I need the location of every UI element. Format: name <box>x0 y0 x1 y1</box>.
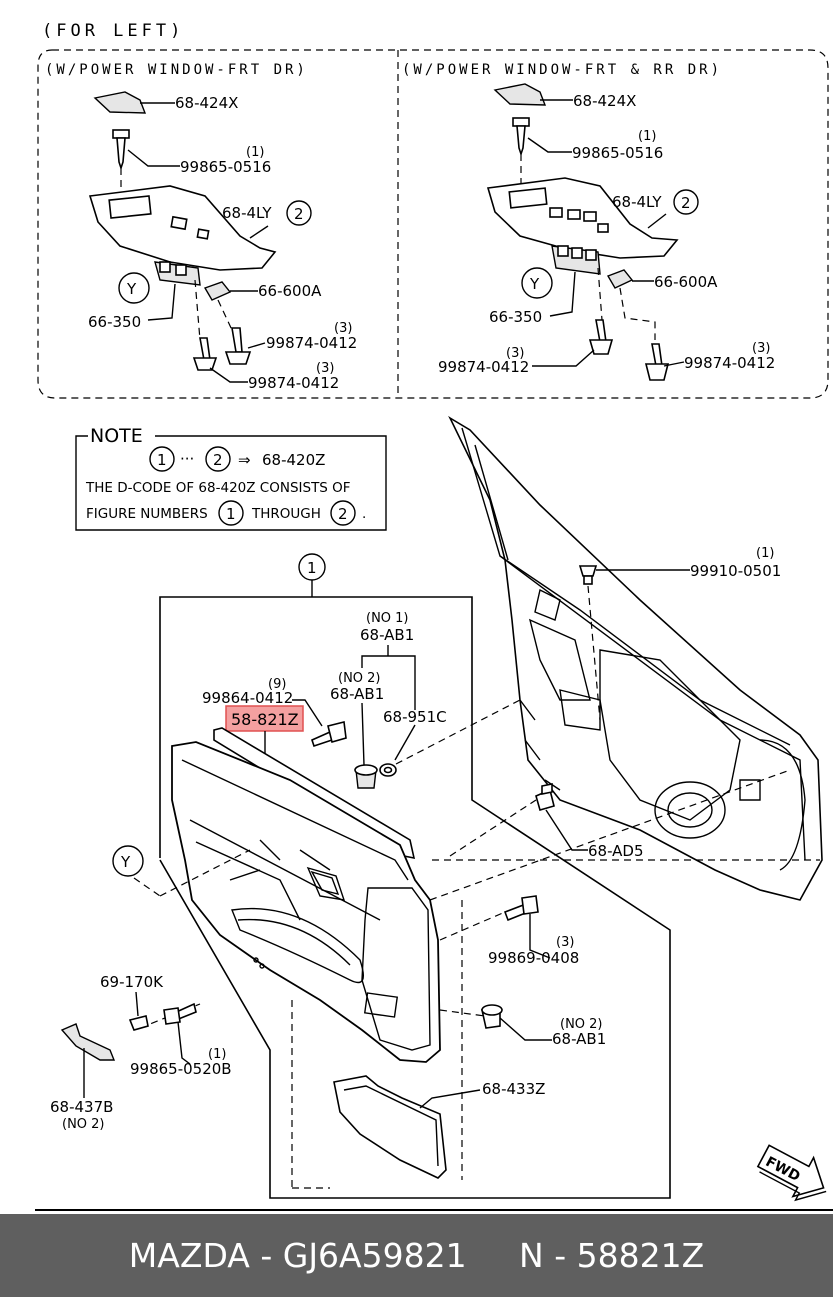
circle-2: 2 <box>681 194 691 212</box>
header-title: (FOR LEFT) <box>42 21 184 41</box>
note-title: NOTE <box>90 425 143 447</box>
clip-icon <box>481 1004 503 1029</box>
label-68-ab1-mid: 68-AB1 <box>330 685 384 703</box>
grommet-icon <box>379 763 397 777</box>
forward-arrow-icon: FWD <box>756 1144 827 1202</box>
note-circle-2: 2 <box>213 451 223 469</box>
footer-text: MAZDA - GJ6A59821 N - 58821Z <box>128 1236 705 1275</box>
bolt1-qty: (3) <box>334 321 352 336</box>
screw-icon <box>163 1002 197 1025</box>
label-68-437b: 68-437B <box>50 1098 113 1116</box>
label-68-4ly: 68-4LY <box>222 204 272 222</box>
note-code: 68-420Z <box>262 451 325 469</box>
bolt2-qty: (3) <box>316 361 334 376</box>
plug-icon <box>128 1015 149 1031</box>
bolt-icon <box>588 319 614 355</box>
qty-99865: (1) <box>208 1047 226 1062</box>
note-dots: ··· <box>180 450 194 468</box>
door-frame <box>448 415 823 901</box>
label-99874-0412-b: 99874-0412 <box>684 354 775 372</box>
window-switch-icon <box>551 245 601 275</box>
note-circle-2b: 2 <box>338 505 348 523</box>
screw-icon <box>512 117 530 157</box>
y-marker: Y <box>529 275 540 293</box>
label-no2: (NO 2) <box>338 671 381 686</box>
note-line-2: THE D-CODE OF 68-420Z CONSISTS OF <box>85 480 351 496</box>
highlight-box <box>225 705 304 732</box>
label-68-ad5: 68-AD5 <box>588 842 644 860</box>
label-66-350: 66-350 <box>88 313 141 331</box>
label-68-ab1-lower: 68-AB1 <box>552 1030 606 1048</box>
note-box: NOTE 1 ··· 2 ⇒ 68-420Z THE D-CODE OF 68-… <box>75 425 387 531</box>
label-68-ab1-top: 68-AB1 <box>360 626 414 644</box>
label-68-424x: 68-424X <box>175 94 238 112</box>
clip-icon <box>203 281 232 301</box>
clip-icon <box>606 269 634 289</box>
window-switch-icon <box>154 261 201 286</box>
label-99865-0516: 99865-0516 <box>572 144 663 162</box>
label-69-170k: 69-170K <box>100 973 164 991</box>
label-66-600a: 66-600A <box>258 282 322 300</box>
clip-icon <box>578 565 598 585</box>
label-99865-0516: 99865-0516 <box>180 158 271 176</box>
qty-99864: (9) <box>268 677 286 692</box>
left-panel-title: (W/POWER WINDOW-FRT DR) <box>45 62 308 78</box>
note-circle-1b: 1 <box>226 505 236 523</box>
qty-99910: (1) <box>756 546 774 561</box>
pocket-part <box>333 1075 447 1179</box>
label-no2-437b: (NO 2) <box>62 1117 105 1132</box>
screw-qty: (1) <box>246 145 264 160</box>
label-no1: (NO 1) <box>366 611 409 626</box>
bolt-icon <box>644 343 670 381</box>
note-line-3a: FIGURE NUMBERS <box>86 506 208 522</box>
label-99874-0412-b: 99874-0412 <box>248 374 339 392</box>
label-58-821z: 58-821Z <box>231 710 299 729</box>
bolt2-qty: (3) <box>752 341 770 356</box>
door-trim-panel <box>171 741 441 1063</box>
label-99864-0412: 99864-0412 <box>202 689 293 707</box>
bracket-part <box>60 1023 116 1061</box>
bolt-icon <box>503 895 539 922</box>
label-no2-lower: (NO 2) <box>560 1017 603 1032</box>
label-66-350: 66-350 <box>489 308 542 326</box>
screw-icon <box>112 129 130 171</box>
label-68-4ly: 68-4LY <box>612 193 662 211</box>
switch-bezel <box>486 177 679 259</box>
screw-qty: (1) <box>638 129 656 144</box>
right-panel-title: (W/POWER WINDOW-FRT & RR DR) <box>402 62 722 78</box>
note-line-3c: . <box>362 506 366 522</box>
cover-part <box>93 91 147 114</box>
note-line-3b: THROUGH <box>251 506 321 522</box>
bolt-icon <box>224 327 252 365</box>
label-68-951c: 68-951C <box>383 708 447 726</box>
circle-1: 1 <box>307 559 317 577</box>
label-99869-0408: 99869-0408 <box>488 949 579 967</box>
label-68-433z: 68-433Z <box>482 1080 545 1098</box>
label-68-424x: 68-424X <box>573 92 636 110</box>
footer-caption: MAZDA - GJ6A59821 N - 58821Z <box>0 1214 833 1297</box>
circle-2: 2 <box>294 205 304 223</box>
label-99874-0412-a: 99874-0412 <box>266 334 357 352</box>
label-99910-0501: 99910-0501 <box>690 562 781 580</box>
clip-icon <box>535 783 555 811</box>
qty-99869: (3) <box>556 935 574 950</box>
screw-icon <box>311 721 347 748</box>
label-99865-0520b: 99865-0520B <box>130 1060 232 1078</box>
right-panel: (W/POWER WINDOW-FRT & RR DR) 68-424X (1)… <box>402 62 775 381</box>
assembly-bracket <box>159 596 671 1199</box>
bolt-icon <box>192 337 218 371</box>
left-panel: (W/POWER WINDOW-FRT DR) 68-424X (1) 9986… <box>45 62 357 392</box>
cover-part <box>493 83 547 106</box>
label-66-600a: 66-600A <box>654 273 718 291</box>
note-circle-1: 1 <box>157 451 167 469</box>
label-99874-0412-a: 99874-0412 <box>438 358 529 376</box>
clip-icon <box>354 764 378 789</box>
switch-panels-frame <box>37 49 829 399</box>
y-marker-main: Y <box>120 853 131 871</box>
bolt1-qty: (3) <box>506 346 524 361</box>
y-marker: Y <box>126 280 137 298</box>
note-arrow: ⇒ <box>238 451 251 469</box>
